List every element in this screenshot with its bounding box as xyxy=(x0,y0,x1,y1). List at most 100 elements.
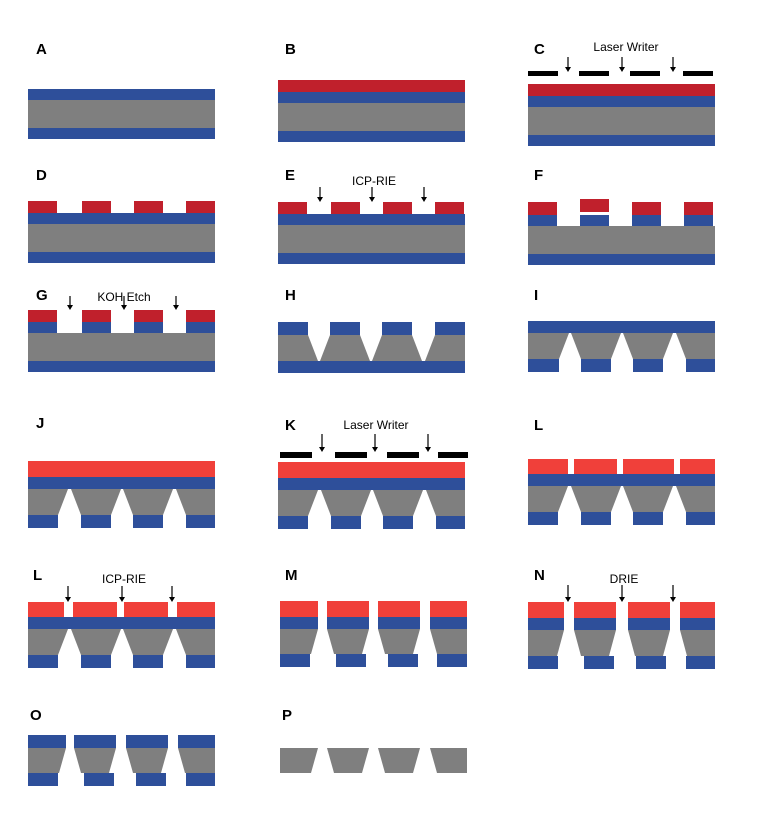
etch-arrow xyxy=(619,585,625,602)
nitride-pattern xyxy=(134,322,163,333)
silicon-segment xyxy=(74,748,116,773)
nitride-pattern-bottom xyxy=(636,656,666,669)
photoresist-pattern xyxy=(528,202,557,215)
silicon-wafer xyxy=(528,226,715,254)
nitride-pattern xyxy=(632,215,661,226)
silicon-wafer xyxy=(28,224,215,252)
nitride-pattern xyxy=(28,735,66,748)
silicon-wafer xyxy=(278,103,465,131)
silicon-segment xyxy=(327,629,369,654)
etch-arrow xyxy=(173,296,179,310)
silicon-koh-segment xyxy=(571,486,621,512)
etch-arrow xyxy=(619,57,625,72)
silicon-wafer xyxy=(528,107,715,135)
photomask-segment xyxy=(630,71,660,76)
etch-arrow xyxy=(65,586,71,602)
nitride-pattern xyxy=(528,618,564,630)
photoresist-pattern xyxy=(186,201,215,213)
nitride-pattern-bottom xyxy=(81,515,111,528)
nitride-pattern-bottom xyxy=(81,655,111,668)
nitride-pattern-bottom xyxy=(186,773,215,786)
silicon-koh-segment xyxy=(373,490,423,516)
etch-arrow xyxy=(372,434,378,452)
step-letter: N xyxy=(534,567,545,584)
silicon-segment xyxy=(528,630,564,656)
step-A: A xyxy=(28,41,215,139)
silicon-koh-segment xyxy=(176,489,215,515)
silicon-membrane-segment xyxy=(430,748,467,773)
etch-arrow-head xyxy=(369,197,375,202)
silicon-membrane-segment xyxy=(378,748,420,773)
nitride-pattern-bottom xyxy=(186,655,215,668)
etch-arrow-head xyxy=(119,597,125,602)
step-I: I xyxy=(528,287,715,372)
etch-arrow-head xyxy=(670,597,676,602)
nitride-pattern-bottom xyxy=(28,655,58,668)
nitride-pattern-bottom xyxy=(584,656,614,669)
photoresist-pattern xyxy=(528,459,568,474)
nitride-layer-bottom xyxy=(278,253,465,264)
process-label: Laser Writer xyxy=(593,40,658,54)
photoresist-pattern xyxy=(177,602,215,617)
nitride-pattern-bottom xyxy=(186,515,215,528)
step-letter: E xyxy=(285,167,295,184)
nitride-pattern xyxy=(680,618,715,630)
nitride-pattern-bottom xyxy=(28,773,58,786)
photoresist-pattern xyxy=(684,202,713,215)
photoresist-pattern xyxy=(680,459,715,474)
nitride-pattern xyxy=(628,618,670,630)
step-J: J xyxy=(28,415,215,528)
silicon-segment xyxy=(126,748,168,773)
photoresist-layer xyxy=(28,461,215,477)
step-letter: L xyxy=(534,417,543,434)
photoresist-pattern xyxy=(680,602,715,618)
photoresist-pattern xyxy=(628,602,670,618)
process-label: ICP-RIE xyxy=(352,174,396,188)
etch-arrow-head xyxy=(65,597,71,602)
nitride-layer-top xyxy=(278,214,465,225)
photoresist-layer xyxy=(278,80,465,92)
silicon-segment xyxy=(378,629,420,654)
photoresist-pattern xyxy=(280,601,318,617)
photoresist-pattern xyxy=(82,201,111,213)
nitride-pattern xyxy=(278,322,308,335)
step-H: H xyxy=(278,287,465,373)
nitride-pattern xyxy=(330,322,360,335)
step-letter: D xyxy=(36,167,47,184)
nitride-pattern-bottom xyxy=(686,512,715,525)
silicon-koh-segment xyxy=(71,629,121,655)
nitride-pattern xyxy=(126,735,168,748)
photoresist-pattern xyxy=(383,202,412,214)
silicon-koh-segment xyxy=(176,629,215,655)
silicon-segment xyxy=(28,748,66,773)
nitride-pattern xyxy=(382,322,412,335)
photoresist-pattern xyxy=(134,310,163,322)
photoresist-pattern xyxy=(580,199,609,212)
silicon-membrane-segment xyxy=(327,748,369,773)
nitride-layer-bottom xyxy=(528,254,715,265)
nitride-layer-top xyxy=(278,478,465,490)
etch-arrow xyxy=(421,187,427,202)
photoresist-pattern xyxy=(574,459,617,474)
silicon-segment xyxy=(680,630,715,656)
nitride-pattern-bottom xyxy=(437,654,467,667)
etch-arrow-head xyxy=(121,305,127,310)
step-letter: J xyxy=(36,415,44,432)
nitride-pattern-bottom xyxy=(528,512,558,525)
photomask-segment xyxy=(683,71,713,76)
silicon-koh-segment xyxy=(623,333,673,359)
photoresist-pattern xyxy=(623,459,674,474)
silicon-segment xyxy=(280,629,318,654)
silicon-koh-segment xyxy=(676,486,715,512)
photomask-segment xyxy=(579,71,609,76)
step-letter: L xyxy=(33,567,42,584)
etch-arrow xyxy=(169,586,175,602)
nitride-pattern-bottom xyxy=(528,656,558,669)
nitride-pattern xyxy=(574,618,616,630)
silicon-koh-segment xyxy=(71,489,121,515)
silicon-wafer xyxy=(28,333,215,361)
etch-arrow-head xyxy=(319,447,325,452)
nitride-pattern xyxy=(684,215,713,226)
